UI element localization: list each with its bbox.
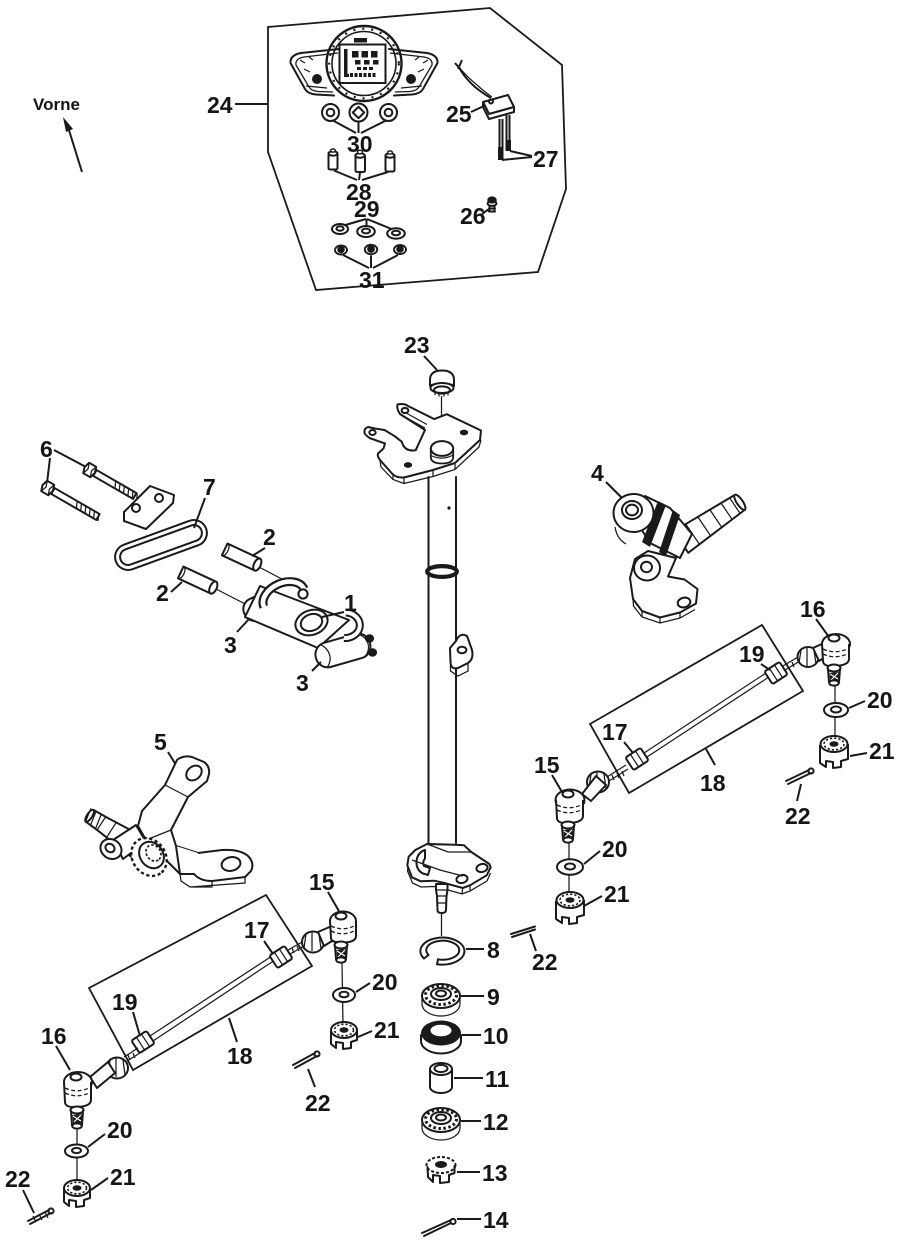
svg-text:22: 22 bbox=[5, 1166, 31, 1192]
svg-text:21: 21 bbox=[374, 1017, 400, 1043]
svg-text:7: 7 bbox=[203, 474, 216, 500]
svg-text:2: 2 bbox=[263, 524, 276, 550]
svg-text:15: 15 bbox=[309, 869, 335, 895]
svg-text:22: 22 bbox=[305, 1090, 331, 1116]
svg-text:14: 14 bbox=[483, 1207, 509, 1233]
svg-text:23: 23 bbox=[404, 332, 430, 358]
svg-text:Vorne: Vorne bbox=[33, 95, 80, 114]
svg-text:17: 17 bbox=[244, 917, 270, 943]
svg-text:24: 24 bbox=[207, 92, 233, 118]
svg-text:5: 5 bbox=[154, 729, 167, 755]
svg-text:3: 3 bbox=[224, 632, 237, 658]
svg-text:21: 21 bbox=[110, 1164, 136, 1190]
svg-text:15: 15 bbox=[534, 752, 560, 778]
svg-text:26: 26 bbox=[460, 203, 486, 229]
svg-text:20: 20 bbox=[107, 1117, 133, 1143]
svg-text:31: 31 bbox=[359, 267, 385, 293]
svg-text:28: 28 bbox=[346, 179, 372, 205]
svg-text:16: 16 bbox=[800, 596, 826, 622]
svg-text:21: 21 bbox=[869, 738, 895, 764]
svg-text:4: 4 bbox=[591, 460, 604, 486]
svg-text:18: 18 bbox=[227, 1043, 253, 1069]
svg-text:16: 16 bbox=[41, 1023, 67, 1049]
svg-text:18: 18 bbox=[700, 770, 726, 796]
svg-text:20: 20 bbox=[867, 687, 893, 713]
svg-text:19: 19 bbox=[112, 989, 138, 1015]
svg-text:21: 21 bbox=[604, 881, 630, 907]
svg-text:6: 6 bbox=[40, 436, 53, 462]
svg-text:20: 20 bbox=[372, 969, 398, 995]
svg-text:10: 10 bbox=[483, 1023, 509, 1049]
svg-text:9: 9 bbox=[487, 984, 500, 1010]
svg-text:22: 22 bbox=[785, 803, 811, 829]
svg-text:12: 12 bbox=[483, 1109, 509, 1135]
svg-text:29: 29 bbox=[354, 196, 380, 222]
svg-text:17: 17 bbox=[602, 719, 628, 745]
svg-text:22: 22 bbox=[532, 949, 558, 975]
svg-text:8: 8 bbox=[487, 937, 500, 963]
svg-text:19: 19 bbox=[739, 641, 765, 667]
svg-text:3: 3 bbox=[296, 670, 309, 696]
svg-text:20: 20 bbox=[602, 836, 628, 862]
svg-text:27: 27 bbox=[533, 146, 559, 172]
svg-text:2: 2 bbox=[156, 580, 169, 606]
svg-text:13: 13 bbox=[482, 1160, 508, 1186]
svg-text:1: 1 bbox=[344, 590, 357, 616]
svg-text:11: 11 bbox=[485, 1066, 510, 1092]
svg-text:25: 25 bbox=[446, 101, 472, 127]
